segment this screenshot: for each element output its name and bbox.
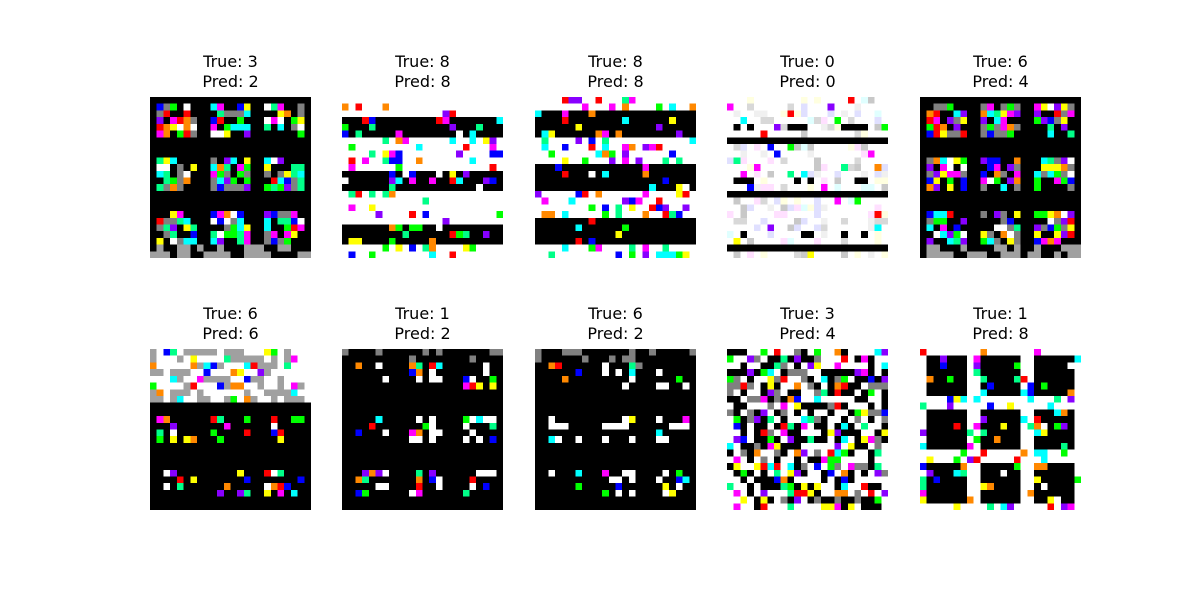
panel-pred-label: Pred: 4 — [972, 72, 1029, 91]
panel-image — [342, 97, 503, 258]
panel-image — [727, 97, 888, 258]
panel-pred-label: Pred: 8 — [394, 72, 451, 91]
panel-pred-label: Pred: 4 — [779, 324, 836, 343]
panel-pred-label: Pred: 2 — [394, 324, 451, 343]
panel-image — [920, 97, 1081, 258]
panel-true-label: True: 8 — [395, 52, 450, 71]
panel-true-label: True: 6 — [973, 52, 1028, 71]
panel-true-label: True: 1 — [395, 304, 450, 323]
panel-true-label: True: 8 — [588, 52, 643, 71]
panel-true-label: True: 1 — [973, 304, 1028, 323]
panel-image — [535, 349, 696, 510]
panel-pred-label: Pred: 6 — [202, 324, 259, 343]
panel-true-label: True: 6 — [203, 304, 258, 323]
panel-image — [150, 349, 311, 510]
panel-true-label: True: 3 — [780, 304, 835, 323]
panel-image — [535, 97, 696, 258]
panel-true-label: True: 3 — [203, 52, 258, 71]
panel-image — [150, 97, 311, 258]
panel-pred-label: Pred: 8 — [972, 324, 1029, 343]
panel-image — [920, 349, 1081, 510]
panel-pred-label: Pred: 2 — [202, 72, 259, 91]
panel-true-label: True: 0 — [780, 52, 835, 71]
panel-image — [342, 349, 503, 510]
panel-pred-label: Pred: 0 — [779, 72, 836, 91]
panel-pred-label: Pred: 8 — [587, 72, 644, 91]
panel-image — [727, 349, 888, 510]
panel-true-label: True: 6 — [588, 304, 643, 323]
panel-pred-label: Pred: 2 — [587, 324, 644, 343]
